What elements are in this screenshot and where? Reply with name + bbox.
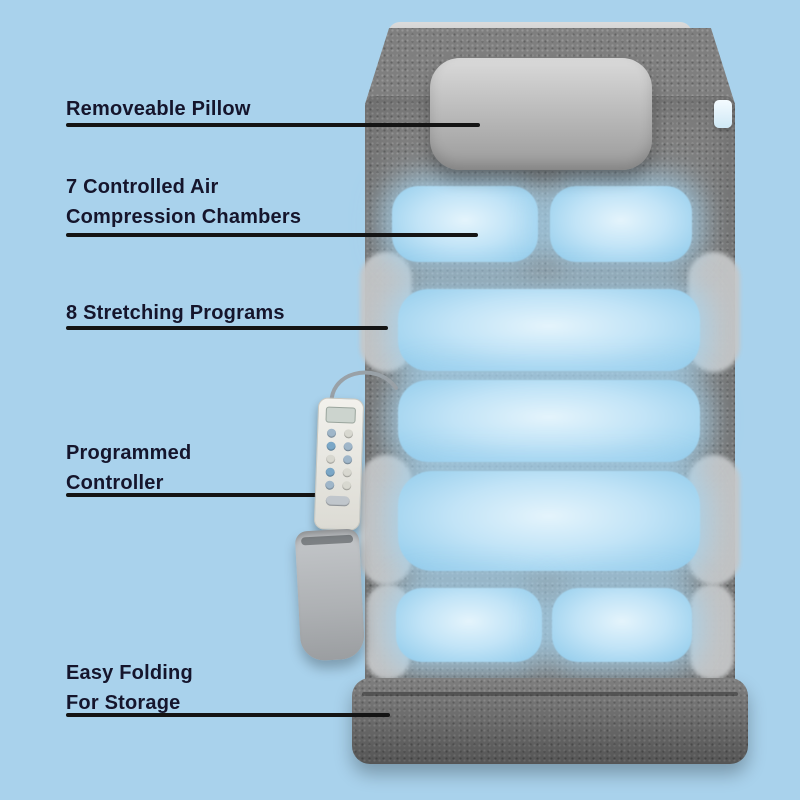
controller-button [326,428,337,438]
air-chamber [398,471,700,571]
controller-buttons [321,428,357,491]
fold-seam [362,692,738,696]
callout-label-stretching-programs: 8 Stretching Programs [66,302,285,324]
air-chamber [550,186,692,262]
air-chamber [398,380,700,462]
removeable-pillow [430,58,652,170]
controller-button [325,467,335,477]
side-bolster [690,584,734,680]
storage-pouch [294,528,366,662]
controller-button [326,454,336,464]
controller-button [325,480,335,490]
callout-line-easy-folding [66,713,390,717]
controller-bottom-button [325,495,350,507]
controller-button [342,468,352,478]
callout-label-air-chambers: 7 Controlled Air Compression Chambers [66,176,302,228]
air-chamber [396,588,542,662]
callout-line-stretching-programs [66,326,388,330]
controller-screen [325,406,356,424]
controller-button [343,429,354,439]
air-chamber [392,186,538,262]
controller-button [342,455,353,465]
callout-line-air-chambers [66,233,478,237]
controller-button [343,442,353,452]
callout-line-removeable-pillow [66,123,480,127]
side-tag [714,100,732,128]
air-chamber [552,588,692,662]
callout-label-programmed-controller: Programmed Controller [66,442,192,494]
folded-base [352,678,748,764]
controller-button [326,441,336,451]
controller-button [342,481,352,491]
controller-cord [329,370,398,410]
pouch-opening [300,534,354,546]
callout-label-removeable-pillow: Removeable Pillow [66,98,251,120]
callout-label-easy-folding: Easy Folding For Storage [66,662,193,714]
air-chamber [398,289,700,371]
callout-line-programmed-controller [66,493,345,497]
remote-controller [313,397,365,531]
